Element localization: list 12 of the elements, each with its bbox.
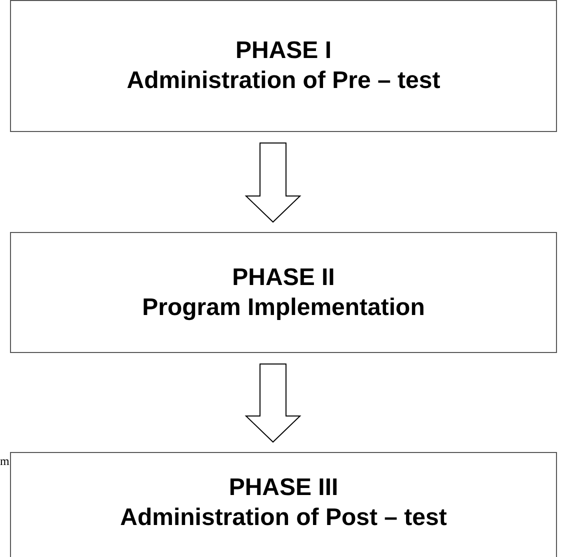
block-arrow bbox=[244, 142, 302, 223]
phase-title: PHASE II bbox=[232, 262, 335, 292]
phase-title: PHASE I bbox=[235, 36, 332, 66]
phase-description: Program Implementation bbox=[142, 292, 425, 322]
phase-box bbox=[10, 452, 557, 557]
phase-description: Administration of Pre – test bbox=[126, 66, 440, 96]
phase-title: PHASE III bbox=[228, 472, 338, 502]
phase-description: Administration of Post – test bbox=[120, 502, 447, 532]
phase-box bbox=[10, 232, 557, 353]
phase-box bbox=[10, 0, 557, 132]
text-fragment: m bbox=[0, 455, 10, 467]
block-arrow bbox=[244, 364, 302, 443]
